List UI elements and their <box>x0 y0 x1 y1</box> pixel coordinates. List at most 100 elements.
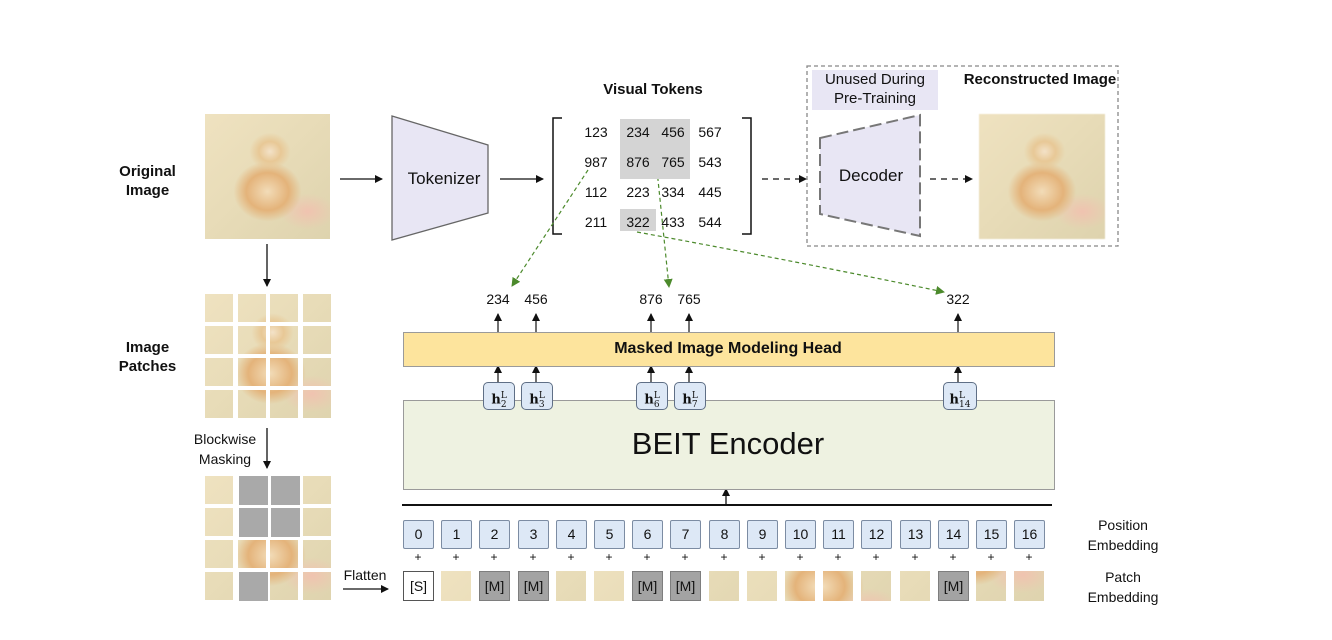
position-embedding-label: Position Embedding <box>1087 517 1159 553</box>
position-embedding: 9 <box>747 520 778 549</box>
visible-patch <box>270 572 298 600</box>
token-bracket-left <box>552 117 562 235</box>
position-embedding: 12 <box>861 520 892 549</box>
plus-sign: + <box>720 550 728 564</box>
beit-encoder-label: BEIT Encoder <box>631 426 825 461</box>
image-patch <box>238 358 266 386</box>
visual-token: 567 <box>698 124 722 140</box>
visual-token: 456 <box>661 124 685 140</box>
position-embedding: 4 <box>556 520 587 549</box>
patch-embedding <box>1014 571 1044 601</box>
visual-token-highlight <box>620 149 656 179</box>
patch-embedding <box>556 571 586 601</box>
visual-token: 876 <box>626 154 650 170</box>
visible-patch <box>303 508 331 536</box>
visible-patch <box>303 572 331 600</box>
masked-patch <box>271 508 300 537</box>
image-patch <box>270 390 298 418</box>
hidden-state-index: 6 <box>653 399 660 410</box>
hidden-state: hL6 <box>636 382 668 410</box>
tokenizer-shape <box>391 115 489 241</box>
blockwise-masking-label: Blockwise Masking <box>193 431 257 467</box>
visual-token: 123 <box>584 124 608 140</box>
decoder-dashed-box <box>806 65 1119 247</box>
visible-patch <box>303 476 331 504</box>
mask-token: [M] <box>479 571 510 601</box>
visual-token: 211 <box>584 214 608 230</box>
visual-token-highlight <box>620 119 656 149</box>
visible-patch <box>270 540 298 568</box>
position-embedding: 6 <box>632 520 663 549</box>
patch-embedding <box>861 571 891 601</box>
green-arrow-322 <box>636 231 945 295</box>
position-embedding: 2 <box>479 520 510 549</box>
patch-embedding <box>441 571 471 601</box>
hidden-state-index: 7 <box>691 399 698 410</box>
image-patch <box>303 326 331 354</box>
plus-sign: + <box>949 550 957 564</box>
patch-embedding-label: Patch Embedding <box>1087 569 1159 605</box>
patch-embedding <box>594 571 624 601</box>
visible-patch <box>205 572 233 600</box>
visible-patch <box>205 476 233 504</box>
hidden-state-layer: L <box>653 391 660 401</box>
mask-token: [M] <box>938 571 969 601</box>
head-output: 765 <box>677 291 701 307</box>
visible-patch <box>238 540 266 568</box>
visual-token: 765 <box>661 154 685 170</box>
image-patch <box>270 358 298 386</box>
image-patches-label: Image Patches <box>118 339 177 375</box>
special-token: [S] <box>403 571 434 601</box>
position-embedding: 16 <box>1014 520 1045 549</box>
patch-embedding <box>747 571 777 601</box>
masked-patch <box>271 476 300 505</box>
plus-sign: + <box>643 550 651 564</box>
plus-sign: + <box>758 550 766 564</box>
reconstructed-image-label: Reconstructed Image <box>963 71 1117 88</box>
hidden-state-symbol: h <box>644 392 654 408</box>
visual-token-highlight <box>654 119 690 149</box>
plus-sign: + <box>987 550 995 564</box>
patch-embedding <box>709 571 739 601</box>
position-embedding: 3 <box>518 520 549 549</box>
hidden-state-index: 2 <box>500 399 507 410</box>
plus-sign: + <box>872 550 880 564</box>
image-patch <box>238 326 266 354</box>
hidden-state: hL3 <box>521 382 553 410</box>
position-embedding: 11 <box>823 520 854 549</box>
mask-token: [M] <box>518 571 549 601</box>
mask-token: [M] <box>670 571 701 601</box>
beit-encoder <box>403 400 1055 490</box>
image-patch <box>205 294 233 322</box>
visual-token: 112 <box>584 184 608 200</box>
masked-patch <box>239 476 268 505</box>
image-patch <box>303 294 331 322</box>
plus-sign: + <box>414 550 422 564</box>
hidden-state-symbol: h <box>491 392 501 408</box>
hidden-state-layer: L <box>959 391 965 401</box>
hidden-state-index: 3 <box>538 399 545 410</box>
position-embedding: 5 <box>594 520 625 549</box>
mim-head-label: Masked Image Modeling Head <box>614 340 842 357</box>
masked-patch <box>239 508 268 537</box>
tokenizer-label: Tokenizer <box>407 169 481 188</box>
visible-patch <box>303 540 331 568</box>
image-patch <box>205 390 233 418</box>
visual-token: 234 <box>626 124 650 140</box>
plus-sign: + <box>529 550 537 564</box>
green-arrow-765 <box>656 169 673 288</box>
position-embedding: 13 <box>900 520 931 549</box>
visual-token: 223 <box>626 184 650 200</box>
visual-token-highlight <box>654 149 690 179</box>
visual-token: 433 <box>661 214 685 230</box>
image-patch <box>270 294 298 322</box>
hidden-state-layer: L <box>691 391 698 401</box>
hidden-state-layer: L <box>538 391 545 401</box>
visible-patch <box>205 540 233 568</box>
head-output: 456 <box>524 291 548 307</box>
position-embedding: 0 <box>403 520 434 549</box>
masked-patch <box>239 572 268 601</box>
image-patch <box>205 358 233 386</box>
position-embedding: 15 <box>976 520 1007 549</box>
